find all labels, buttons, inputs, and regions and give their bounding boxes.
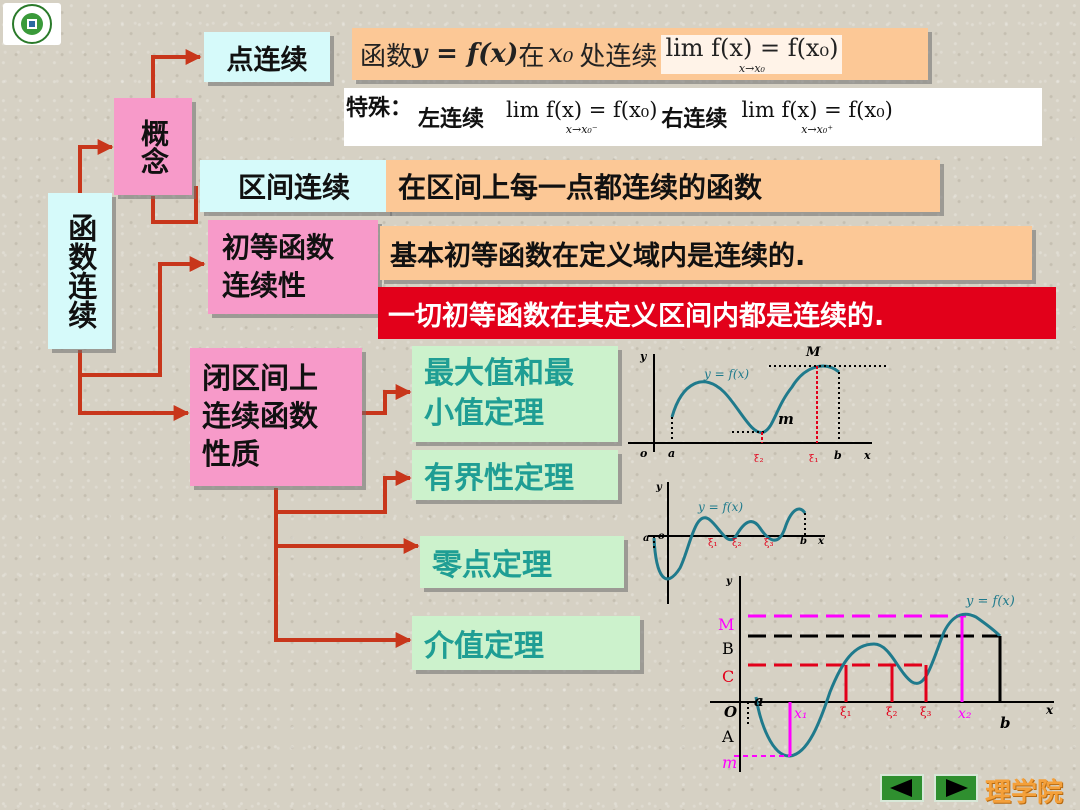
max-min-line1: 最大值和最	[424, 355, 574, 391]
concept-label: 概念	[137, 118, 170, 175]
graph3-x1-label: x₁	[794, 706, 808, 722]
interval-continuity-definition: 在区间上每一点都连续的函数	[386, 160, 940, 212]
graph1-M-label: M	[805, 345, 821, 360]
graph3-xi2-label: ξ₂	[886, 705, 898, 719]
graph3-A-label: A	[721, 727, 734, 746]
point-def-lim-expr: lim f(x) = f(x₀)	[665, 33, 839, 62]
graph1-o-label: o	[640, 447, 647, 460]
boundedness-theorem-node: 有界性定理	[412, 450, 618, 500]
root-node-function-continuity: 函数连续	[48, 193, 112, 349]
max-min-theorem-node: 最大值和最 小值定理	[412, 346, 618, 442]
graph1-x-label: x	[863, 449, 871, 462]
graph2-y-label: y	[655, 482, 663, 493]
graph1-m-label: m	[778, 410, 794, 428]
graph1-a-label: a	[668, 447, 675, 460]
intermediate-value-theorem-node: 介值定理	[412, 616, 640, 670]
right-lim-expr: lim f(x) = f(x₀)	[741, 97, 893, 122]
special-continuity-box: 特殊： 左连续 lim f(x) = f(x₀) x→x₀⁻ 右连续 lim f…	[344, 88, 1042, 146]
zero-theorem-node: 零点定理	[420, 536, 624, 588]
closed-line1: 闭区间上	[202, 361, 319, 396]
graph3-C-label: C	[722, 667, 734, 686]
point-def-func: y = f(x)	[412, 39, 519, 69]
graph2-o-label: o	[658, 531, 665, 542]
left-continuity-label: 左连续	[418, 107, 485, 132]
closed-interval-node: 闭区间上 连续函数 性质	[190, 348, 362, 486]
graph1-fx-label: y = f(x)	[703, 367, 749, 381]
point-continuity-label: 点连续	[226, 44, 308, 76]
point-continuity-node: 点连续	[204, 32, 330, 82]
point-def-x0: x₀	[548, 39, 574, 69]
all-elementary-statement: 一切初等函数在其定义区间内都是连续的.	[378, 287, 1056, 339]
graph3-B-label: B	[722, 639, 734, 658]
elementary-label-line1: 初等函数	[222, 231, 335, 265]
interval-continuity-node: 区间连续	[200, 160, 388, 212]
graph3-xi3-label: ξ₃	[920, 705, 932, 719]
interval-continuity-label: 区间连续	[237, 171, 350, 204]
max-min-graph: y M y = f(x) m o a ξ₂ ξ₁ b x	[628, 345, 886, 462]
closed-line3: 性质	[202, 436, 261, 471]
graph1-y-label: y	[639, 350, 648, 363]
graph2-xi3-label: ξ₃	[764, 538, 774, 549]
graph3-x-label: x	[1045, 703, 1054, 717]
ivt-label: 介值定理	[424, 629, 544, 664]
root-label: 函数连续	[63, 213, 98, 329]
special-label: 特殊：	[346, 96, 413, 121]
footer-school-label: 理学院	[985, 778, 1064, 808]
graph1-b-label: b	[834, 449, 842, 462]
basic-elementary-statement: 基本初等函数在定义域内是连续的.	[380, 226, 1032, 280]
left-continuity-limit: lim f(x) = f(x₀) x→x₀⁻	[506, 97, 658, 136]
graph3-fx-label: y = f(x)	[965, 594, 1015, 609]
right-lim-sub: x→x₀⁺	[801, 122, 834, 136]
graph3-y-label: y	[725, 576, 733, 587]
graph2-a-label: a	[643, 533, 649, 544]
university-logo	[3, 3, 61, 45]
interval-continuity-desc: 在区间上每一点都连续的函数	[398, 171, 763, 204]
point-def-limit: lim f(x) = f(x₀) x→x₀	[661, 33, 843, 75]
graph2-fx-label: y = f(x)	[697, 500, 743, 514]
triangle-right-icon	[946, 779, 968, 797]
graph1-xi2-label: ξ₂	[754, 454, 764, 462]
graph3-x2-label: x₂	[958, 706, 972, 722]
basic-elementary-desc: 基本初等函数在定义域内是连续的.	[390, 240, 806, 272]
prev-slide-button[interactable]	[880, 774, 924, 802]
graph2-b-label: b	[800, 536, 807, 547]
point-def-suffix: 处连续	[579, 41, 658, 72]
max-min-line2: 小值定理	[424, 396, 544, 431]
intermediate-value-graph: y y = f(x) M B C O a x₁ ξ₁ ξ₂ ξ₃ x₂ b x …	[710, 576, 1054, 772]
graph3-M-label: M	[718, 615, 734, 634]
boundedness-label: 有界性定理	[424, 461, 574, 496]
graph3-O-label: O	[724, 703, 737, 721]
point-continuity-definition: 函数 y = f(x) 在 x₀ 处连续 lim f(x) = f(x₀) x→…	[352, 28, 928, 80]
elementary-label-line2: 连续性	[222, 269, 307, 302]
point-def-mid: 在	[518, 41, 545, 72]
concept-node: 概念	[114, 98, 192, 195]
next-slide-button[interactable]	[934, 774, 978, 802]
graph2-x-label: x	[817, 536, 825, 547]
elementary-functions-node: 初等函数 连续性	[208, 220, 378, 314]
zero-theorem-label: 零点定理	[432, 548, 552, 583]
closed-line2: 连续函数	[202, 399, 319, 434]
graph3-m-label: m	[722, 753, 737, 772]
point-def-prefix: 函数	[360, 41, 413, 72]
left-lim-sub: x→x₀⁻	[565, 122, 598, 136]
graph1-xi1-label: ξ₁	[809, 454, 819, 462]
graph3-a-label: a	[754, 692, 764, 710]
all-elementary-desc: 一切初等函数在其定义区间内都是连续的.	[388, 300, 885, 332]
graph3-b-label: b	[1000, 714, 1011, 732]
graph2-xi2-label: ξ₂	[732, 538, 742, 549]
graph3-xi1-label: ξ₁	[840, 705, 851, 719]
right-continuity-limit: lim f(x) = f(x₀) x→x₀⁺	[741, 97, 893, 136]
triangle-left-icon	[890, 779, 912, 797]
point-def-lim-sub: x→x₀	[738, 61, 765, 75]
graph2-xi1-label: ξ₁	[708, 538, 718, 549]
left-lim-expr: lim f(x) = f(x₀)	[506, 97, 658, 122]
bounded-zero-graph: y y = f(x) a o ξ₁ ξ₂ ξ₃ b x	[643, 482, 825, 604]
right-continuity-label: 右连续	[661, 107, 728, 132]
